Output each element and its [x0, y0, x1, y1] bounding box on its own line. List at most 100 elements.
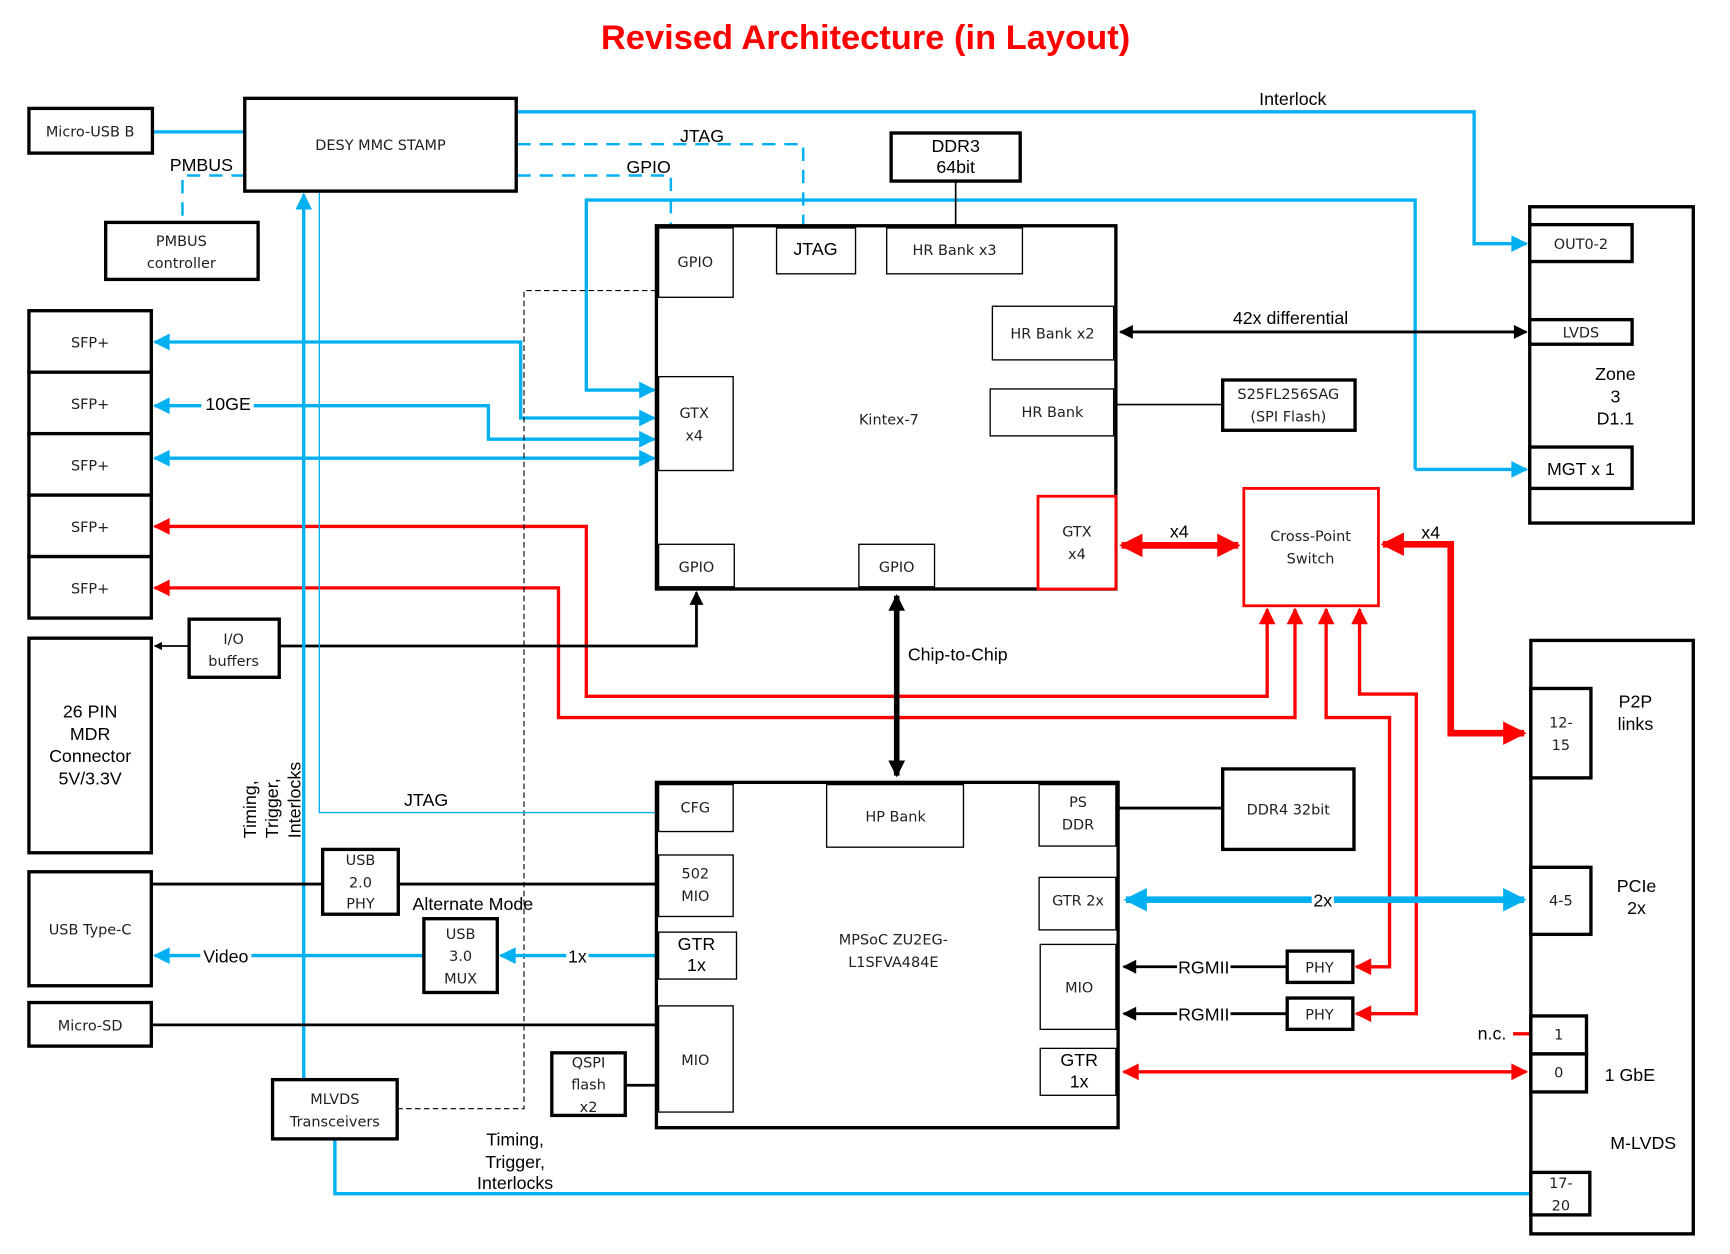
- block-cross-point-switch[interactable]: Cross-Point Switch: [1242, 487, 1380, 608]
- block-ddr4[interactable]: DDR4 32bit: [1221, 767, 1356, 852]
- label-m-lvds: M-LVDS: [1610, 1133, 1676, 1153]
- kintex-gpio-bottom-mid[interactable]: GPIO: [858, 543, 936, 588]
- svg-text:SFP+: SFP+: [71, 336, 109, 352]
- block-sfp-stack: SFP+ SFP+ SFP+ SFP+ SFP+: [27, 309, 153, 620]
- kintex-name: Kintex-7: [859, 413, 919, 429]
- block-usb20-phy[interactable]: USB 2.0 PHY: [320, 847, 400, 916]
- svg-text:MLVDS: MLVDS: [310, 1092, 359, 1108]
- block-ddr3[interactable]: DDR3 64bit: [889, 131, 1022, 183]
- block-usb-type-c[interactable]: USB Type-C: [27, 870, 153, 988]
- sfp-port-2[interactable]: SFP+: [27, 370, 153, 436]
- svg-text:HP Bank: HP Bank: [865, 809, 926, 825]
- kintex-gpio-top[interactable]: GPIO: [657, 227, 734, 298]
- svg-text:GTX: GTX: [1062, 524, 1091, 540]
- mpsoc-mio-right[interactable]: MIO: [1039, 943, 1117, 1031]
- block-mlvds-transceivers[interactable]: MLVDS Transceivers: [270, 1077, 399, 1141]
- block-spi-flash[interactable]: S25FL256SAG (SPI Flash): [1221, 378, 1357, 432]
- zone3-out0-2[interactable]: OUT0-2: [1528, 222, 1634, 264]
- svg-text:0: 0: [1554, 1065, 1563, 1081]
- svg-text:SFP+: SFP+: [71, 397, 109, 413]
- block-io-buffers[interactable]: I/O buffers: [187, 617, 281, 679]
- label-differential: 42x differential: [1233, 308, 1348, 328]
- wire-jtag-cfg: [318, 191, 657, 814]
- block-kintex-7[interactable]: Kintex-7 GPIO JTAG HR Bank x3 HR Bank x2…: [654, 224, 1118, 591]
- port-gbe-0[interactable]: 0: [1529, 1052, 1589, 1094]
- svg-text:x4: x4: [685, 428, 703, 444]
- label-jtag-cfg: JTAG: [404, 790, 448, 810]
- svg-text:Trigger,: Trigger,: [262, 778, 282, 838]
- port-gbe-1[interactable]: 1: [1529, 1014, 1589, 1056]
- mpsoc-name-1: MPSoC ZU2EG-: [839, 932, 948, 948]
- svg-text:x2: x2: [580, 1100, 598, 1116]
- diagram-title: Revised Architecture (in Layout): [601, 19, 1130, 57]
- port-timing[interactable]: 17-20: [1529, 1170, 1592, 1217]
- svg-text:GPIO: GPIO: [879, 560, 915, 576]
- block-qspi-flash[interactable]: QSPI flash x2: [550, 1051, 627, 1118]
- label-p2p-1: P2P: [1619, 691, 1653, 711]
- zone3-lvds[interactable]: LVDS: [1528, 317, 1634, 346]
- svg-text:HR Bank: HR Bank: [1022, 405, 1084, 421]
- block-micro-sd[interactable]: Micro-SD: [27, 1000, 153, 1048]
- svg-text:GPIO: GPIO: [679, 560, 715, 576]
- sfp-port-4[interactable]: SFP+: [27, 493, 153, 559]
- label-timing-vertical: Timing, Trigger, Interlocks: [240, 762, 304, 839]
- block-mdr-connector[interactable]: 26 PIN MDR Connector 5V/3.3V: [27, 636, 153, 855]
- kintex-hr-bank[interactable]: HR Bank: [989, 388, 1115, 437]
- port-pcie[interactable]: 4-5: [1529, 865, 1593, 937]
- svg-text:Connector: Connector: [49, 746, 131, 766]
- wire-xps-p2p: [1380, 532, 1527, 745]
- svg-text:Cross-Point: Cross-Point: [1270, 529, 1351, 545]
- block-phy-2[interactable]: PHY: [1285, 996, 1355, 1032]
- block-desy-mmc-stamp[interactable]: DESY MMC STAMP: [243, 96, 518, 193]
- label-alternate-mode: Alternate Mode: [413, 894, 534, 914]
- kintex-hr-bank-x3[interactable]: HR Bank x3: [886, 227, 1024, 275]
- block-micro-usb-b[interactable]: Micro-USB B: [27, 106, 155, 155]
- label-chip-to-chip: Chip-to-Chip: [908, 644, 1008, 664]
- kintex-gpio-bottom-left[interactable]: GPIO: [657, 543, 735, 588]
- svg-text:D1.1: D1.1: [1597, 409, 1635, 429]
- svg-text:2.0: 2.0: [349, 875, 372, 891]
- svg-text:Transceivers: Transceivers: [289, 1115, 380, 1131]
- svg-text:PS: PS: [1069, 795, 1087, 811]
- zone3-mgt[interactable]: MGT x 1: [1528, 445, 1634, 491]
- block-usb30-mux[interactable]: USB 3.0 MUX: [422, 917, 499, 995]
- sfp-port-5[interactable]: SFP+: [27, 554, 153, 620]
- mpsoc-hp-bank[interactable]: HP Bank: [825, 783, 965, 848]
- mpsoc-mio-left[interactable]: MIO: [657, 1005, 734, 1113]
- mpsoc-ps-ddr[interactable]: PS DDR: [1038, 783, 1117, 847]
- block-zone3[interactable]: Zone 3 D1.1 OUT0-2 LVDS MGT x 1: [1528, 205, 1695, 525]
- svg-text:GTR: GTR: [1060, 1050, 1098, 1070]
- svg-text:3: 3: [1610, 386, 1620, 406]
- port-p2p[interactable]: 12-15: [1529, 686, 1593, 780]
- block-pmbus-controller[interactable]: PMBUS controller: [104, 220, 260, 282]
- kintex-jtag[interactable]: JTAG: [775, 227, 857, 275]
- mpsoc-cfg[interactable]: CFG: [657, 783, 734, 833]
- block-phy-1[interactable]: PHY: [1285, 949, 1355, 985]
- svg-text:MGT x 1: MGT x 1: [1547, 459, 1615, 479]
- label-pmbus: PMBUS: [170, 155, 233, 175]
- wire-xps-phy2: [1351, 607, 1418, 1023]
- sfp-port-3[interactable]: SFP+: [27, 431, 153, 497]
- svg-text:20: 20: [1552, 1198, 1570, 1214]
- label-x4-right: x4: [1421, 523, 1440, 543]
- svg-text:GTR 2x: GTR 2x: [1052, 893, 1104, 909]
- wire-pmbus-dashed: [181, 174, 245, 223]
- svg-text:HR Bank x3: HR Bank x3: [912, 243, 996, 259]
- mpsoc-gtr-2x[interactable]: GTR 2x: [1038, 876, 1117, 931]
- block-mlvds-connector[interactable]: 12-15 P2P links 4-5 PCIe 2x 1 0 1 GbE M-…: [1529, 638, 1695, 1236]
- svg-text:flash: flash: [571, 1078, 606, 1094]
- wire-timing-bottom: [333, 1138, 1530, 1196]
- svg-text:HR Bank x2: HR Bank x2: [1010, 327, 1094, 343]
- svg-text:DDR: DDR: [1062, 817, 1094, 833]
- label-interlock: Interlock: [1259, 89, 1326, 109]
- label-timing-bottom-3: Interlocks: [477, 1173, 553, 1193]
- sfp-port-1[interactable]: SFP+: [27, 309, 153, 374]
- kintex-hr-bank-x2[interactable]: HR Bank x2: [991, 305, 1115, 361]
